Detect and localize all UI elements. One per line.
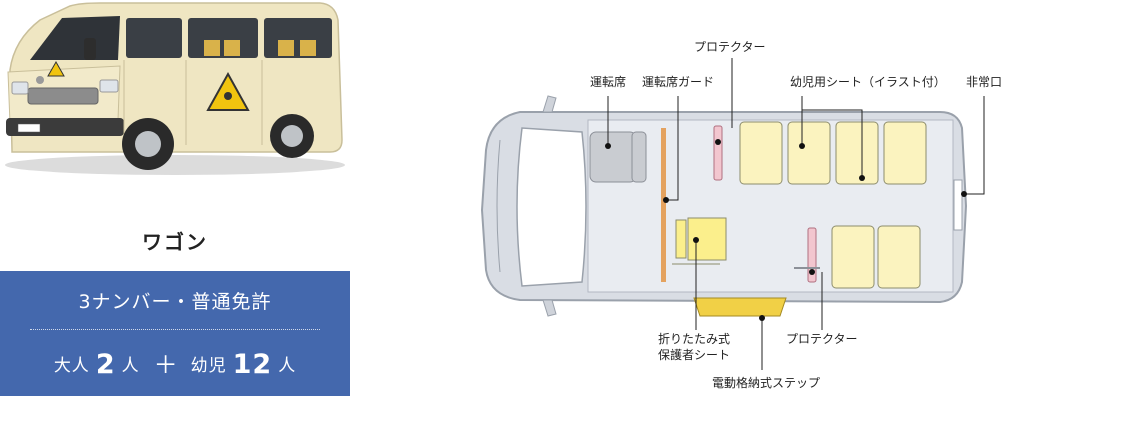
label-driver-guard: 運転席ガード: [642, 75, 715, 89]
label-folding-seat: 折りたたみ式 保護者シート: [658, 332, 731, 362]
adult-count: 2: [95, 349, 116, 380]
divider: [30, 329, 320, 330]
child-seats-top: [739, 121, 927, 185]
vehicle-title: ワゴン: [142, 230, 208, 254]
power-step: [693, 297, 787, 317]
label-power-step: 電動格納式ステップ: [712, 376, 821, 390]
adult-label: 大人: [53, 356, 90, 376]
driver-seat: [589, 131, 637, 183]
child-count: 12: [232, 349, 273, 380]
child-seats-bottom: [831, 225, 921, 289]
label-protector-bottom: プロテクター: [786, 332, 858, 346]
driver-guard: [661, 128, 666, 282]
label-driver-seat: 運転席: [590, 75, 627, 89]
van-photo: [5, 2, 345, 175]
mirror-bottom: [542, 299, 557, 317]
emergency-exit-door: [953, 179, 963, 231]
plus-sign: ＋: [153, 351, 179, 379]
floor-plan-diagram: [480, 58, 985, 370]
label-child-seats: 幼児用シート（イラスト付）: [790, 75, 946, 89]
label-emergency-exit: 非常口: [966, 75, 1003, 89]
windshield: [516, 127, 587, 287]
child-label: 幼児: [190, 356, 227, 376]
child-unit: 人: [278, 356, 297, 376]
adult-unit: 人: [121, 356, 140, 376]
label-protector-top: プロテクター: [694, 40, 766, 54]
mirror-top: [542, 95, 557, 113]
license-text: 3ナンバー・普通免許: [78, 291, 272, 313]
protector-top: [713, 125, 723, 181]
